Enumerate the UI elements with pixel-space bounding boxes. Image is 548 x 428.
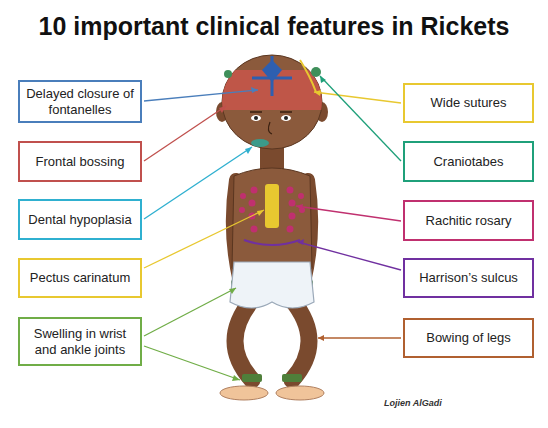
feature-box: Bowing of legs (403, 318, 534, 358)
feature-label: Delayed closure of fontanelles (26, 86, 134, 117)
feature-label: Rachitic rosary (426, 213, 512, 229)
feature-label: Frontal bossing (36, 154, 125, 170)
feature-label: Harrison’s sulcus (419, 270, 518, 286)
feature-label: Pectus carinatum (30, 270, 130, 286)
feature-label: Wide sutures (431, 95, 507, 111)
feature-label: Dental hypoplasia (28, 212, 131, 228)
feature-label: Craniotabes (433, 154, 503, 170)
feature-box: Delayed closure of fontanelles (18, 80, 142, 123)
feature-box: Craniotabes (403, 141, 534, 182)
feature-box: Harrison’s sulcus (403, 258, 534, 298)
diagram-title: 10 important clinical features in Ricket… (0, 12, 548, 41)
feature-box: Dental hypoplasia (18, 199, 142, 240)
feature-box: Rachitic rosary (403, 200, 534, 241)
feature-box: Pectus carinatum (18, 258, 142, 298)
feature-label: Swelling in wrist and ankle joints (26, 326, 134, 357)
feature-box: Frontal bossing (18, 141, 142, 182)
feature-label: Bowing of legs (426, 330, 511, 346)
feature-box: Wide sutures (403, 83, 534, 123)
feature-box: Swelling in wrist and ankle joints (18, 317, 142, 366)
signature: Lojien AlGadi (384, 398, 442, 408)
